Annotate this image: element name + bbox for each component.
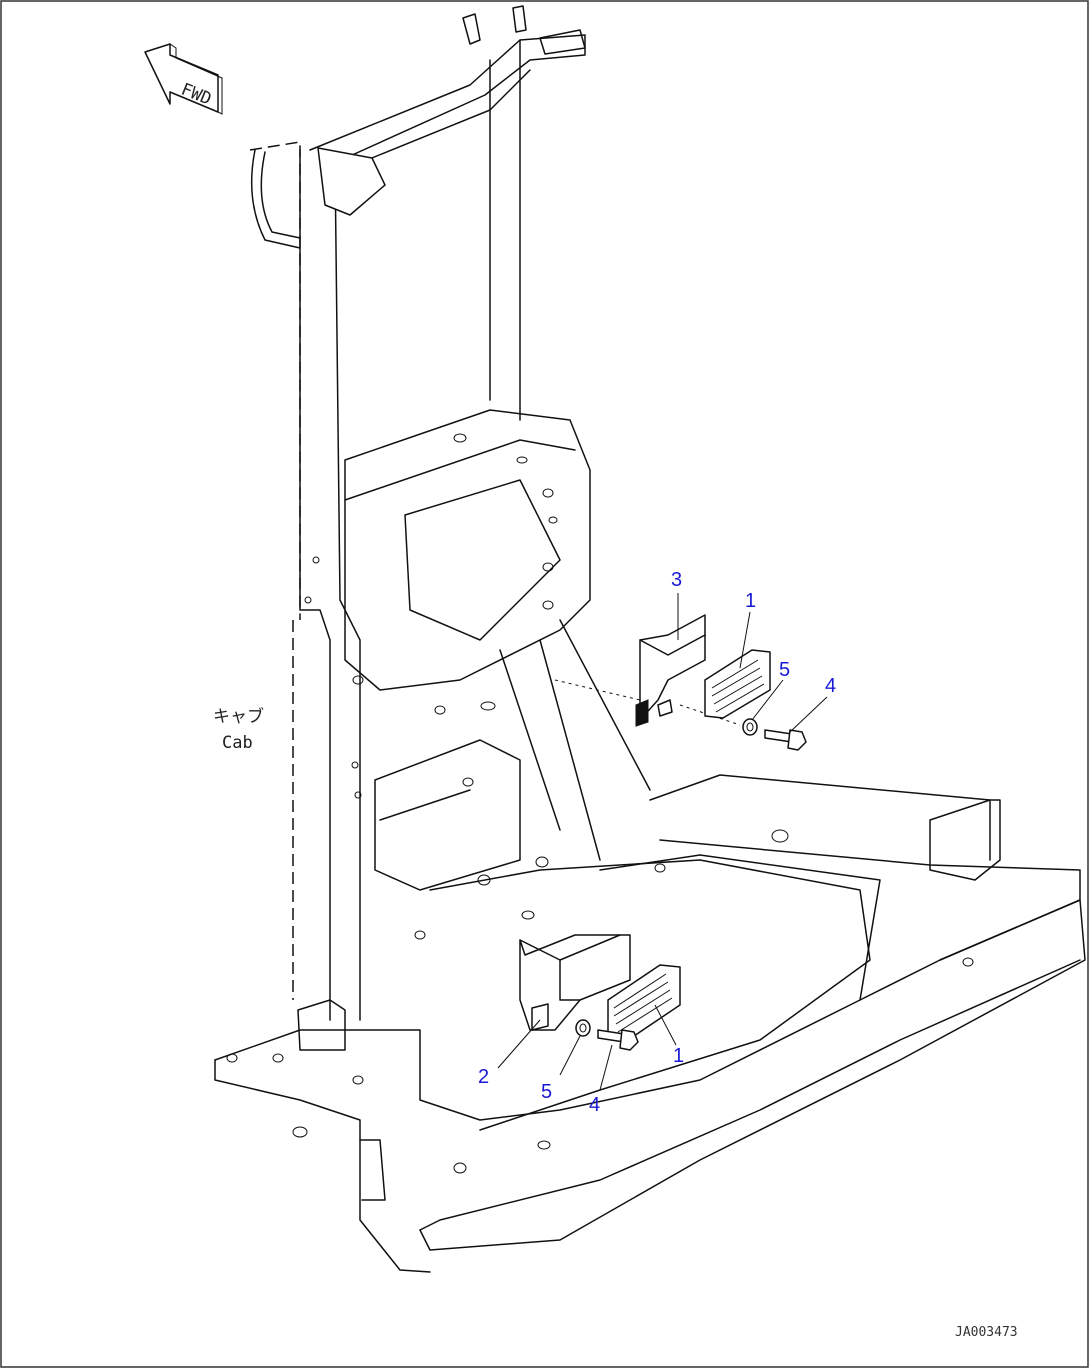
upper-washer: [742, 718, 758, 736]
callout-lower-bracket: 2: [478, 1066, 489, 1088]
cab-outline: [249, 141, 301, 1000]
cab-label-en: Cab: [222, 733, 253, 753]
lower-washer: [575, 1019, 591, 1037]
callout-upper-bolt: 4: [825, 675, 836, 697]
callout-upper-washer: 5: [779, 659, 790, 681]
callout-lower-washer: 5: [541, 1081, 552, 1103]
doc-id: JA003473: [955, 1325, 1018, 1340]
cab-label-ja: キャブ: [213, 706, 264, 727]
callout-lower-bolt: 4: [589, 1094, 600, 1116]
lower-bolt: [597, 1029, 639, 1051]
callout-upper-pad: 1: [745, 590, 756, 612]
callout-upper-bracket: 3: [671, 569, 682, 591]
cab-frame: [214, 5, 1086, 1273]
upper-pedal-pad: [704, 649, 771, 719]
callout-leaders: [497, 593, 828, 1091]
lower-bracket: [519, 934, 631, 1031]
upper-bracket: [635, 614, 706, 727]
callout-lower-pad: 1: [673, 1045, 684, 1067]
upper-bolt: [764, 729, 807, 751]
fwd-arrow-icon: FWD: [144, 43, 223, 115]
